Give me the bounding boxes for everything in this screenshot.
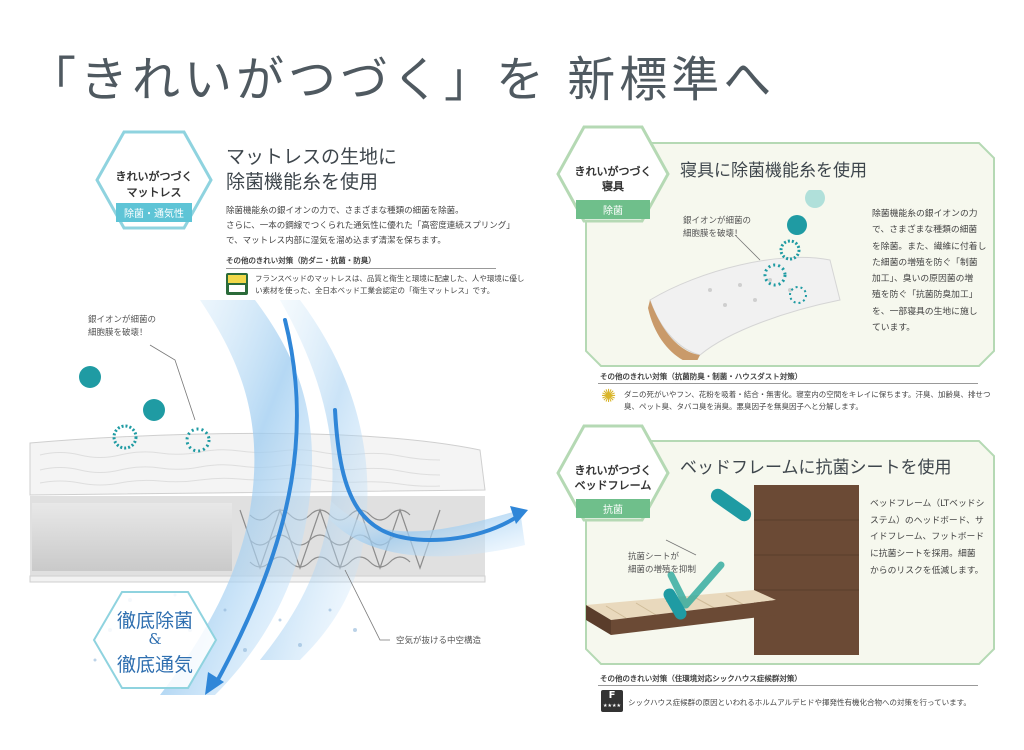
frame-heading: ベッドフレームに抗菌シートを使用 bbox=[680, 458, 952, 478]
mattress-heading-1: マットレスの生地に bbox=[226, 146, 398, 168]
divider bbox=[598, 685, 978, 686]
bacteria-icon bbox=[79, 366, 211, 453]
hexagon-icon bbox=[556, 424, 670, 522]
mattress-heading-2: 除菌機能糸を使用 bbox=[226, 171, 379, 193]
bedding-other-label: その他のきれい対策（抗菌防臭・制菌・ハウスダスト対策） bbox=[600, 372, 803, 381]
page-headline: 「きれいがつづく」を 新標準へ bbox=[28, 52, 776, 108]
bedding-desc-line: ています。 bbox=[872, 322, 916, 333]
hexagon-icon bbox=[556, 125, 670, 223]
mattress-hex-subtitle: マットレス bbox=[126, 186, 182, 199]
hygiene-mattress-logo bbox=[226, 273, 248, 295]
bedding-description: 除菌機能糸の銀イオンの力 で、さまざまな種類の細菌 を除菌。また、繊維に付着し … bbox=[872, 206, 986, 336]
bed-frame-illustration bbox=[586, 485, 859, 655]
mattress-badge: 除菌・通気性 bbox=[116, 203, 192, 222]
mattress-body-1: 除菌機能糸の銀イオンの力で、さまざまな種類の細菌を除菌。 bbox=[226, 206, 464, 216]
bacteria-icon bbox=[763, 190, 825, 304]
bedding-callout-1: 銀イオンが細菌の bbox=[683, 216, 752, 226]
bacteria-capsule-icon bbox=[663, 488, 752, 620]
frame-hex-title: きれいがつづく bbox=[574, 464, 652, 477]
frame-other-text: シックハウス症候群の原因といわれるホルムアルデヒドや揮発性有機化合物への対策を行… bbox=[628, 698, 971, 707]
bedding-desc-line: で、さまざまな種類の細菌 bbox=[872, 225, 978, 236]
frame-hex-label: きれいがつづく ベッドフレーム 抗菌 bbox=[556, 424, 670, 522]
bedding-desc-line: を除菌。また、繊維に付着し bbox=[872, 241, 987, 252]
frame-desc-line: に抗菌シートを採用。細菌 bbox=[870, 549, 976, 560]
frame-callout-1: 抗菌シートが bbox=[628, 552, 680, 562]
mattress-other-label: その他のきれい対策（防ダニ・抗菌・防臭） bbox=[226, 256, 376, 265]
air-arrow bbox=[333, 408, 522, 543]
frame-callout-2: 細菌の増殖を抑制 bbox=[628, 565, 697, 575]
logo-stripe bbox=[228, 275, 246, 283]
air-arrow bbox=[213, 318, 299, 687]
pillow-illustration bbox=[648, 190, 841, 360]
sun-burst-icon: ✺ bbox=[601, 386, 617, 407]
big-label-1: 徹底除菌 bbox=[116, 610, 193, 632]
mattress-illustration bbox=[29, 300, 528, 695]
mattress-hex-title: きれいがつづく bbox=[115, 170, 193, 183]
f-mark: F bbox=[608, 690, 616, 701]
big-label-3: 徹底通気 bbox=[116, 654, 193, 676]
logo-stripe bbox=[229, 285, 245, 292]
frame-desc-line: からのリスクを低減します。 bbox=[870, 565, 984, 576]
mattress-body-2: さらに、一本の鋼線でつくられた通気性に優れた「高密度連続スプリング」 bbox=[226, 221, 515, 231]
frame-desc-line: イドフレーム、フットボード bbox=[870, 532, 985, 543]
frame-desc-line: ステム）のヘッドボード、サ bbox=[870, 515, 984, 526]
bedding-hex-subtitle: 寝具 bbox=[602, 180, 624, 193]
bedding-callout-2: 細胞膜を破壊！ bbox=[683, 229, 743, 239]
frame-other-label: その他のきれい対策（住環境対応シックハウス症候群対策） bbox=[600, 674, 802, 683]
frame-badge: 抗菌 bbox=[576, 499, 650, 518]
mattress-callout-2: 細胞膜を破壊！ bbox=[88, 328, 148, 338]
bedding-desc-line: た細菌の増殖を防ぐ「制菌 bbox=[872, 257, 978, 268]
bedding-desc-line: 殖を防ぐ「抗菌防臭加工」 bbox=[872, 290, 978, 301]
f-star-rating-icon: F ★★★★ bbox=[601, 690, 623, 712]
mattress-body-3: で、マットレス内部に湿気を溜め込まず清潔を保ちます。 bbox=[226, 236, 446, 246]
bedding-desc-line: 除菌機能糸の銀イオンの力 bbox=[872, 209, 978, 219]
bedding-heading: 寝具に除菌機能糸を使用 bbox=[680, 161, 867, 181]
bedding-hex-title: きれいがつづく bbox=[574, 165, 652, 178]
frame-description: ベッドフレーム（LTベッドシ ステム）のヘッドボード、サ イドフレーム、フットボ… bbox=[870, 496, 984, 580]
frame-desc-line: ベッドフレーム（LTベッドシ bbox=[870, 499, 985, 509]
divider bbox=[226, 268, 496, 269]
mattress-callout-1: 銀イオンが細菌の bbox=[88, 315, 157, 325]
big-label-2: & bbox=[148, 630, 162, 648]
f-stars: ★★★★ bbox=[603, 703, 621, 709]
mattress-hex-label: きれいがつづく マットレス 除菌・通気性 bbox=[95, 130, 213, 230]
bedding-other-text-2: 臭、ペット臭、タバコ臭を消臭。悪臭因子を無臭因子へと分解します。 bbox=[624, 402, 863, 411]
bedding-desc-line: を、一部寝具の生地に施し bbox=[872, 306, 978, 317]
arrow-head-icon bbox=[205, 672, 224, 695]
hexagon-icon bbox=[92, 591, 218, 689]
mattress-cert-text-1: フランスベッドのマットレスは、品質と衛生と環境に配慮した、人や環境に優し bbox=[255, 274, 525, 283]
air-structure-label: 空気が抜ける中空構造 bbox=[396, 636, 482, 646]
bedding-hex-label: きれいがつづく 寝具 除菌 bbox=[556, 125, 670, 223]
bedding-desc-line: 加工」、臭いの原因菌の増 bbox=[872, 274, 974, 285]
big-hex-label: 徹底除菌 & 徹底通気 bbox=[92, 590, 218, 690]
bedding-other-text-1: ダニの死がいやフン、花粉を吸着・結合・無害化。寝室内の空間をキレイに保ちます。汗… bbox=[624, 390, 991, 399]
arrow-head-icon bbox=[510, 506, 528, 524]
antibacterial-check-icon bbox=[667, 561, 725, 609]
bedding-badge: 除菌 bbox=[576, 200, 650, 219]
mattress-cert-text-2: い素材を使った、全日本ベッド工業会認定の「衛生マットレス」です。 bbox=[255, 286, 495, 295]
frame-hex-subtitle: ベッドフレーム bbox=[574, 479, 652, 492]
divider bbox=[598, 383, 978, 384]
